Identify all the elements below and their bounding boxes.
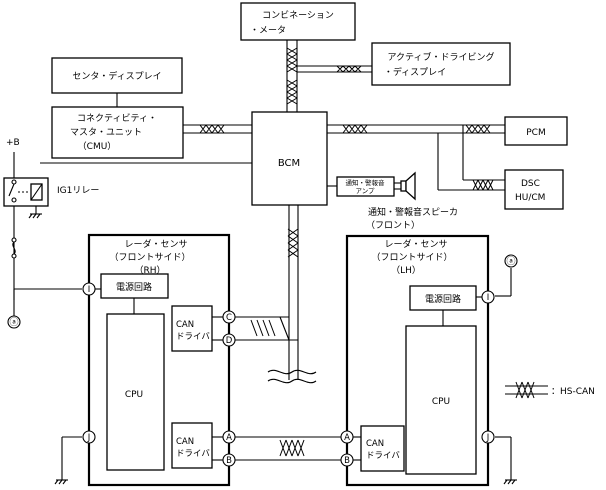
radar-rh-power-circuit: 電源回路 — [116, 281, 152, 293]
pin-rh-j: J — [82, 430, 96, 444]
radar-rh-can-driver-top-2: ドライバ — [176, 332, 210, 342]
radar-lh-cpu: CPU — [432, 397, 450, 407]
dsc-label-1: DSC — [521, 179, 540, 189]
combination-meter-box: コンビネーション ・メータ — [240, 2, 356, 41]
pin-rh-b-label: B — [226, 456, 232, 466]
alarm-amp: 通知・警報音 アンプ — [336, 176, 395, 197]
pin-rh-c-label: C — [226, 313, 232, 323]
radar-rh-title-1: レーダ・センサ — [124, 238, 187, 250]
pin-lh-a-label: A — [344, 433, 350, 443]
speaker-label-2: （フロント） — [366, 220, 420, 231]
radar-lh-can-driver-2: ドライバ — [366, 451, 400, 461]
radar-rh-can-driver-top-1: CAN — [176, 320, 194, 330]
radar-lh-can-driver-1: CAN — [366, 439, 384, 449]
legend-label: ：HS-CAN — [551, 387, 595, 397]
radar-lh-title-1: レーダ・センサ — [384, 238, 447, 250]
fuse-icon — [11, 237, 17, 259]
radar-lh-title-2: （フロントサイド） — [371, 252, 452, 263]
bcm-box: BCM — [251, 111, 328, 206]
pin-rh-a-label: A — [226, 433, 232, 443]
pcm-label: PCM — [526, 128, 545, 138]
power-label: +B — [6, 138, 20, 148]
dsc-label-2: HU/CM — [515, 193, 545, 203]
pin-rh-j-label: J — [87, 433, 91, 443]
radar-lh-title-3: （LH） — [391, 265, 421, 276]
radar-sensor-lh: レーダ・センサ （フロントサイド） （LH） 電源回路 CPU CAN ドライバ — [345, 234, 490, 487]
pin-lh-b-label: B — [344, 456, 350, 466]
active-driving-display-label-1: アクティブ・ドライビング — [387, 51, 494, 63]
ig1-relay-label: IG1リレー — [57, 186, 99, 196]
radar-sensor-rh: レーダ・センサ （フロントサイド） （RH） 電源回路 CPU CAN ドライバ… — [87, 233, 231, 487]
twist-marks — [199, 47, 494, 457]
ref-a-right-label: ⓐ — [506, 256, 515, 267]
pin-rh-i: I — [82, 282, 96, 296]
ground-symbol-lh — [503, 479, 517, 485]
radar-rh-can-driver-bottom-2: ドライバ — [176, 449, 210, 459]
pin-lh-j: J — [481, 430, 495, 444]
legend: ：HS-CAN — [505, 381, 595, 399]
active-driving-display-label-2: ・ディスプレイ — [384, 66, 446, 78]
pin-rh-i-label: I — [88, 285, 91, 295]
radar-rh-cpu: CPU — [125, 390, 143, 400]
combination-meter-label-2: ・メータ — [250, 25, 286, 36]
pin-lh-i-label: I — [487, 293, 490, 303]
active-driving-display-box: アクティブ・ドライビング ・ディスプレイ — [371, 42, 511, 86]
radar-lh-power-circuit: 電源回路 — [425, 293, 461, 305]
pin-lh-b: B — [340, 453, 354, 467]
speaker-icon — [394, 171, 416, 201]
pin-lh-a: A — [340, 430, 354, 444]
ref-a-left-label: ⓐ — [9, 317, 18, 328]
combination-meter-label-1: コンビネーション — [262, 10, 334, 21]
ref-a-left: ⓐ — [7, 315, 21, 329]
pcm-box: PCM — [504, 116, 568, 146]
pin-rh-d-label: D — [226, 336, 233, 346]
alarm-amp-label-2: アンプ — [355, 187, 375, 195]
ig1-relay-icon — [3, 177, 49, 207]
pin-lh-i: I — [481, 290, 495, 304]
speaker-label-1: 通知・警報音スピーカ — [368, 206, 458, 218]
pin-rh-d: D — [222, 333, 236, 347]
cmu-label-2: マスタ・ユニット — [70, 127, 142, 138]
ground-symbol-relay — [28, 213, 42, 219]
pin-rh-a: A — [222, 430, 236, 444]
radar-rh-title-2: （フロントサイド） — [109, 252, 190, 263]
cmu-label-1: コネクティビティ・ — [77, 113, 157, 124]
ref-a-right: ⓐ — [504, 254, 518, 268]
center-display-label: センタ・ディスプレイ — [72, 70, 161, 82]
pin-rh-c: C — [222, 310, 236, 324]
dsc-box: DSC HU/CM — [504, 169, 564, 210]
cmu-label-3: （CMU） — [78, 141, 117, 152]
pin-rh-b: B — [222, 453, 236, 467]
alarm-amp-label-1: 通知・警報音 — [346, 178, 386, 187]
bcm-label: BCM — [278, 158, 300, 169]
center-display-box: センタ・ディスプレイ — [51, 57, 183, 94]
cmu-box: コネクティビティ・ マスタ・ユニット （CMU） — [51, 106, 184, 159]
radar-rh-title-3: （RH） — [134, 265, 165, 276]
ground-symbol-rh — [54, 479, 68, 485]
wires — [13, 40, 512, 480]
radar-rh-can-driver-bottom-1: CAN — [176, 437, 194, 447]
pin-lh-j-label: J — [486, 433, 490, 443]
